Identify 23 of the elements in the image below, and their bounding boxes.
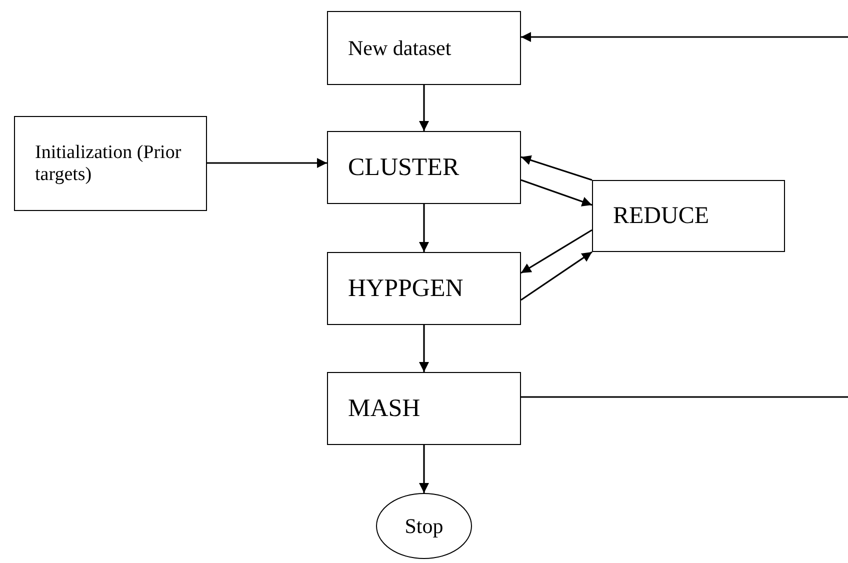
process-box bbox=[327, 11, 521, 85]
arrow bbox=[520, 155, 592, 181]
process-box bbox=[327, 372, 521, 445]
process-box bbox=[327, 252, 521, 325]
arrow bbox=[520, 251, 592, 301]
arrow bbox=[419, 204, 429, 252]
arrow bbox=[419, 325, 429, 372]
node-label: CLUSTER bbox=[348, 154, 460, 182]
arrow bbox=[520, 179, 592, 206]
process-box bbox=[327, 131, 521, 204]
node-label: Initialization (Prior targets) bbox=[35, 142, 182, 186]
arrow bbox=[419, 85, 429, 131]
node-label: Stop bbox=[404, 514, 444, 538]
node-label: New dataset bbox=[348, 36, 452, 60]
arrow bbox=[207, 158, 327, 168]
arrow bbox=[419, 445, 429, 493]
node-label: REDUCE bbox=[613, 202, 709, 230]
node-label: MASH bbox=[348, 394, 420, 422]
process-box bbox=[14, 116, 207, 211]
arrow bbox=[520, 229, 592, 274]
node-label: HYPPGEN bbox=[348, 274, 464, 302]
process-box bbox=[592, 180, 785, 252]
arrow bbox=[521, 32, 848, 398]
